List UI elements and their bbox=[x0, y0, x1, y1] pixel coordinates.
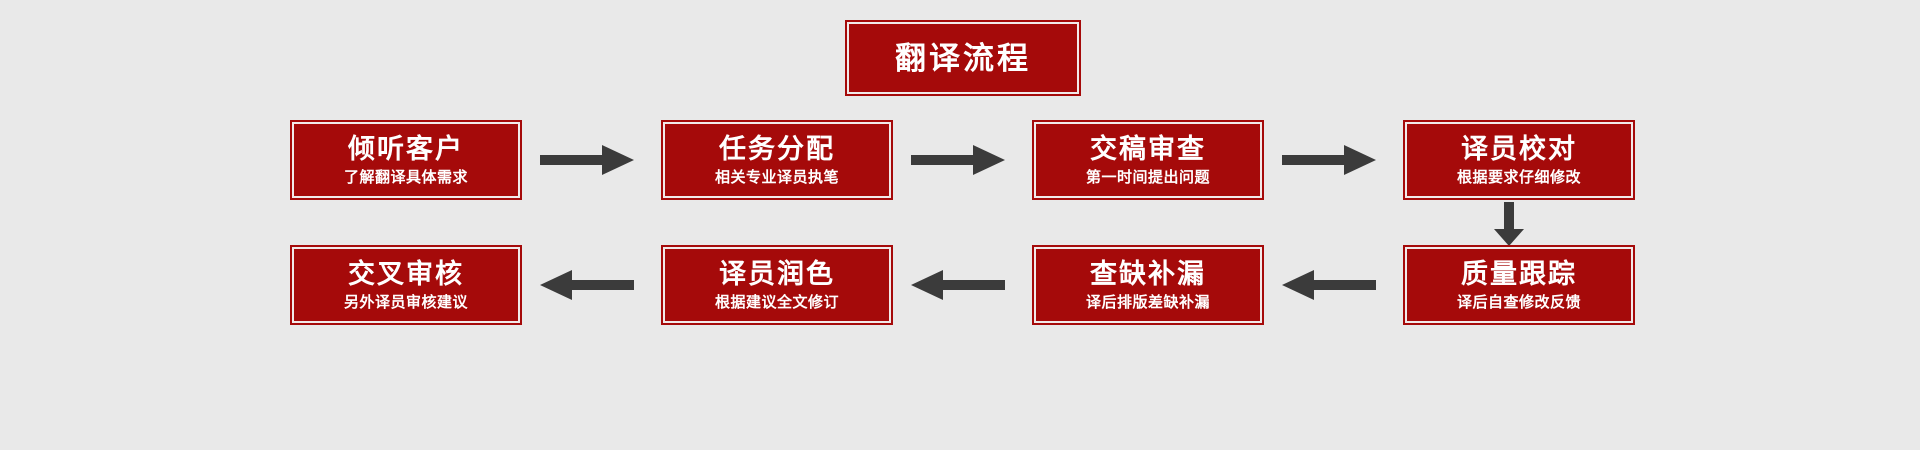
arrow-right-icon bbox=[540, 143, 634, 177]
arrow-left-icon bbox=[1282, 268, 1376, 302]
node-subtitle: 第一时间提出问题 bbox=[1085, 168, 1210, 186]
arrow-right-icon bbox=[1282, 143, 1376, 177]
node-subtitle: 根据要求仔细修改 bbox=[1456, 168, 1581, 186]
node-title: 任务分配 bbox=[719, 133, 835, 164]
process-node-listen-to-client: 倾听客户 了解翻译具体需求 bbox=[290, 120, 522, 200]
flowchart-title-box: 翻译流程 bbox=[845, 20, 1081, 96]
node-subtitle: 译后自查修改反馈 bbox=[1456, 293, 1581, 311]
process-node-quality-tracking: 质量跟踪 译后自查修改反馈 bbox=[1403, 245, 1635, 325]
process-node-translator-polishing: 译员润色 根据建议全文修订 bbox=[661, 245, 893, 325]
node-subtitle: 另外译员审核建议 bbox=[343, 293, 468, 311]
arrow-left-icon bbox=[911, 268, 1005, 302]
node-subtitle: 了解翻译具体需求 bbox=[343, 168, 468, 186]
flowchart-title-text: 翻译流程 bbox=[895, 40, 1031, 76]
arrow-down-icon bbox=[1489, 202, 1529, 246]
arrow-right-icon bbox=[911, 143, 1005, 177]
node-title: 倾听客户 bbox=[348, 133, 464, 164]
process-node-task-assignment: 任务分配 相关专业译员执笔 bbox=[661, 120, 893, 200]
node-subtitle: 根据建议全文修订 bbox=[714, 293, 839, 311]
process-node-cross-review: 交叉审核 另外译员审核建议 bbox=[290, 245, 522, 325]
node-subtitle: 译后排版差缺补漏 bbox=[1085, 293, 1210, 311]
node-title: 译员润色 bbox=[719, 258, 835, 289]
node-title: 交稿审查 bbox=[1090, 133, 1206, 164]
process-node-submission-review: 交稿审查 第一时间提出问题 bbox=[1032, 120, 1264, 200]
arrow-left-icon bbox=[540, 268, 634, 302]
node-title: 质量跟踪 bbox=[1461, 258, 1577, 289]
node-title: 交叉审核 bbox=[348, 258, 464, 289]
process-node-gap-filling: 查缺补漏 译后排版差缺补漏 bbox=[1032, 245, 1264, 325]
node-title: 查缺补漏 bbox=[1090, 258, 1206, 289]
process-node-translator-proofreading: 译员校对 根据要求仔细修改 bbox=[1403, 120, 1635, 200]
node-title: 译员校对 bbox=[1461, 133, 1577, 164]
node-subtitle: 相关专业译员执笔 bbox=[714, 168, 839, 186]
